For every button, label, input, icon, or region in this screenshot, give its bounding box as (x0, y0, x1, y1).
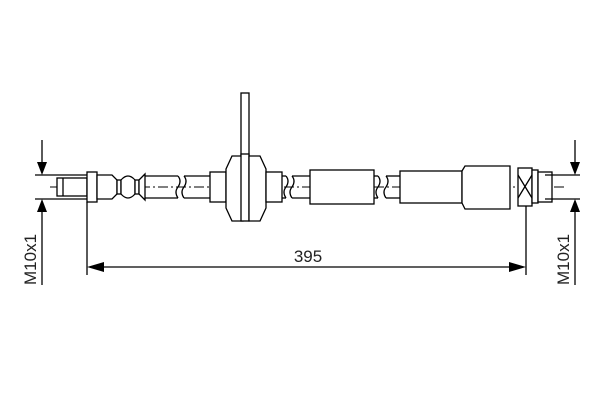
left-thread-label: M10x1 (21, 234, 40, 285)
mounting-bracket (209, 92, 295, 222)
hose-segment (184, 175, 212, 199)
right-thread-label: M10x1 (554, 234, 573, 285)
right-fitting (399, 165, 580, 210)
protective-sleeve (292, 169, 400, 205)
length-dimension: 395 (86, 202, 527, 275)
left-thread-dimension: M10x1 (21, 140, 47, 285)
left-fitting (35, 171, 187, 203)
length-label: 395 (294, 247, 322, 266)
right-thread-dimension: M10x1 (554, 140, 580, 285)
